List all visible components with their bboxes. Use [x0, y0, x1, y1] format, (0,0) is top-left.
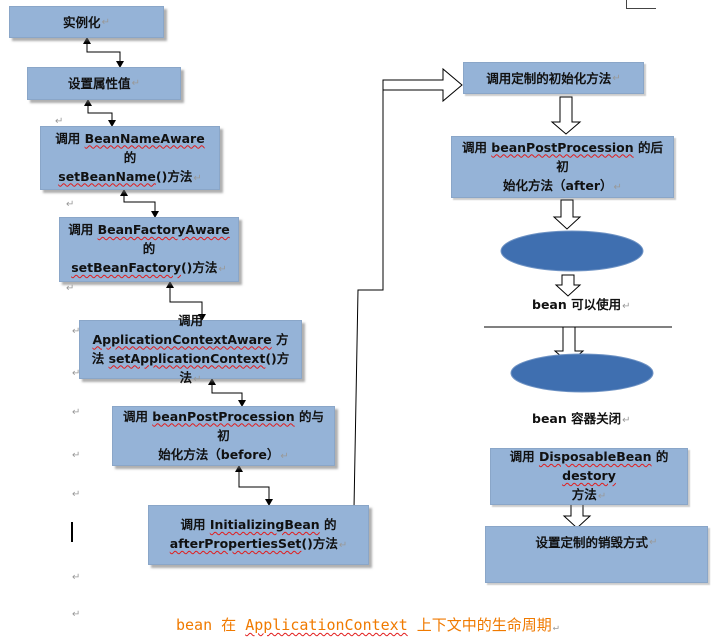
down-arrow-1	[550, 96, 582, 135]
down-arrow-3	[554, 274, 582, 297]
connector-3-4	[120, 189, 159, 218]
paragraph-mark: ↵	[72, 368, 81, 379]
step-disposable-bean: 调用 DisposableBean 的 destory 方法↵	[490, 448, 688, 505]
paragraph-mark: ↵	[66, 199, 75, 210]
step-custom-destroy: 设置定制的销毁方式↵	[485, 526, 708, 583]
step-instantiate: 实例化↵	[9, 6, 164, 38]
paragraph-mark: ↵	[55, 116, 64, 127]
connector-6-7	[235, 465, 273, 506]
down-arrow-2	[552, 199, 582, 230]
step-bean-factory-aware: 调用 BeanFactoryAware 的 setBeanFactory()方法…	[59, 217, 239, 282]
text-cursor	[71, 522, 73, 542]
connector-5-6	[208, 378, 246, 407]
paragraph-mark: ↵	[66, 283, 75, 294]
diagram-caption: bean 在 ApplicationContext 上下文中的生命周期↵	[176, 616, 559, 634]
step-post-processor-before: 调用 beanPostProcession 的与初 始化方法（before）↵	[112, 406, 335, 466]
connector-4-5	[166, 281, 206, 321]
step-custom-init: 调用定制的初始化方法↵	[463, 62, 644, 94]
step-initializing-bean: 调用 InitializingBean 的 afterPropertiesSet…	[148, 505, 369, 565]
label-container-close: bean 容器关闭↵	[532, 411, 631, 426]
paragraph-mark: ↵	[72, 326, 81, 337]
label-bean-ready: bean 可以使用↵	[532, 297, 631, 312]
connector-1-2	[83, 37, 124, 68]
top-line-vertical	[626, 0, 627, 8]
hollow-arrow-to-init	[382, 67, 463, 103]
connector-7-8	[353, 88, 384, 509]
paragraph-mark: ↵	[72, 450, 81, 461]
ellipse-container-close	[510, 353, 654, 393]
paragraph-mark: ↵	[72, 407, 81, 418]
connector-2-3	[84, 99, 116, 127]
step-post-processor-after: 调用 beanPostProcession 的后初 始化方法（after）↵	[451, 136, 674, 198]
top-line	[626, 8, 656, 9]
paragraph-mark: ↵	[72, 572, 81, 583]
paragraph-mark: ↵	[72, 609, 81, 620]
ellipse-bean-ready	[500, 230, 644, 272]
step-set-properties: 设置属性值↵	[27, 67, 181, 100]
step-application-context-aware: 调用 ApplicationContextAware 方 法 setApplic…	[79, 313, 302, 385]
step-bean-name-aware: 调用 BeanNameAware 的 setBeanName()方法↵	[40, 126, 220, 190]
paragraph-mark: ↵	[72, 489, 81, 500]
